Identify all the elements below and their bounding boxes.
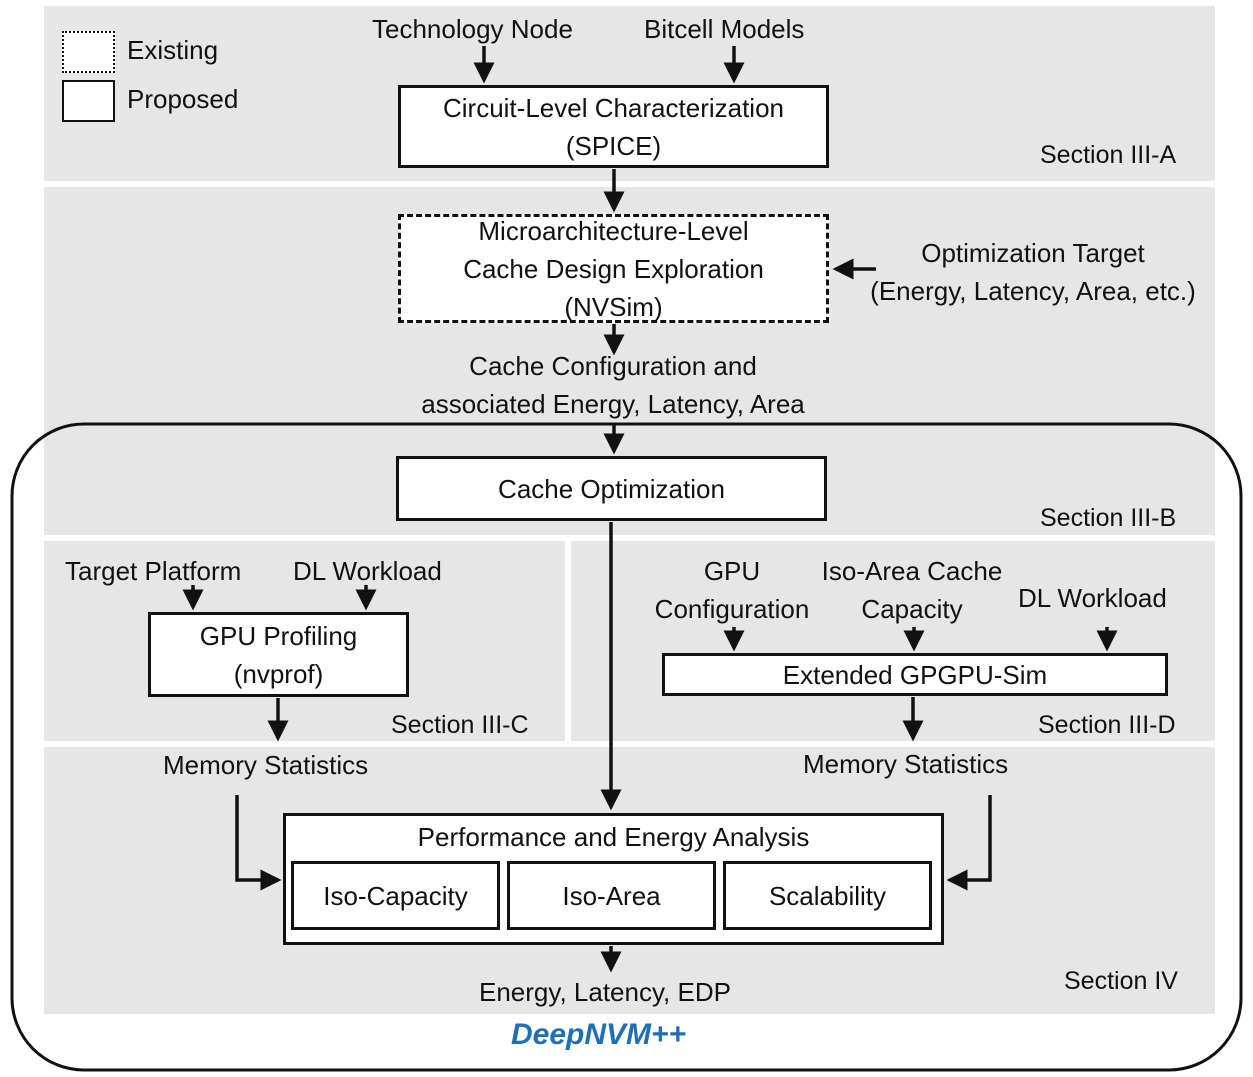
iso-area-cache-line1: Iso-Area Cache: [821, 556, 1003, 586]
cache-config-line1: Cache Configuration and: [469, 351, 757, 381]
iso-area-label: Iso-Area: [562, 880, 661, 911]
right-memory-statistics-label: Memory Statistics: [803, 749, 1009, 779]
bitcell-models-label: Bitcell Models: [644, 14, 805, 44]
arrow-right-memory-to-analysis: [946, 795, 992, 891]
cache-optimization-box: Cache Optimization: [396, 456, 827, 521]
gpu-profiling-line2: (nvprof): [233, 658, 324, 689]
iso-capacity-box: Iso-Capacity: [291, 861, 500, 930]
scalability-box: Scalability: [723, 861, 932, 930]
micro-box-line2: Cache Design Exploration: [463, 253, 764, 284]
section-iii-c-label: Section III-C: [391, 711, 529, 739]
cache-config-line2: associated Energy, Latency, Area: [421, 389, 805, 419]
section-iii-b-label: Section III-B: [1040, 504, 1177, 532]
circuit-box-line2: (SPICE): [565, 130, 662, 161]
micro-box-line3: (NVSim): [564, 291, 663, 322]
microarchitecture-box: Microarchitecture-Level Cache Design Exp…: [398, 214, 829, 323]
extended-gpgpu-sim-box: Extended GPGPU-Sim: [662, 653, 1168, 696]
left-dl-workload-label: DL Workload: [293, 556, 442, 586]
gpu-configuration-line1: GPU: [703, 556, 761, 586]
section-iv-label: Section IV: [1064, 967, 1178, 995]
optimization-target-line1: Optimization Target: [921, 238, 1145, 268]
gpu-profiling-line1: GPU Profiling: [199, 620, 358, 651]
gpu-configuration-line2: Configuration: [654, 594, 810, 624]
optimization-target-line2: (Energy, Latency, Area, etc.): [870, 276, 1196, 306]
outputs-label: Energy, Latency, EDP: [479, 977, 731, 1007]
arrow-left-memory-to-analysis: [235, 795, 282, 891]
cache-config-label: Cache Configuration and associated Energ…: [380, 347, 846, 423]
iso-capacity-label: Iso-Capacity: [323, 880, 468, 911]
iso-area-cache-label: Iso-Area Cache Capacity: [812, 552, 1012, 628]
scalability-label: Scalability: [768, 880, 887, 911]
section-iii-a-label: Section III-A: [1040, 141, 1177, 169]
cache-optimization-label: Cache Optimization: [498, 473, 725, 504]
deepnvm-brand-label: DeepNVM++: [511, 1018, 687, 1051]
left-memory-statistics-label: Memory Statistics: [163, 750, 369, 780]
gpu-configuration-label: GPU Configuration: [642, 552, 822, 628]
legend-proposed-label: Proposed: [127, 84, 239, 114]
legend-existing-swatch: [62, 31, 115, 73]
section-iii-d-label: Section III-D: [1038, 711, 1176, 739]
right-dl-workload-label: DL Workload: [1018, 583, 1167, 613]
legend-proposed-swatch: [62, 80, 115, 122]
gpu-profiling-box: GPU Profiling (nvprof): [148, 612, 409, 697]
iso-area-cache-line2: Capacity: [861, 594, 963, 624]
circuit-box-line1: Circuit-Level Characterization: [442, 92, 785, 123]
extended-gpgpu-sim-label: Extended GPGPU-Sim: [782, 659, 1048, 690]
target-platform-label: Target Platform: [65, 556, 242, 586]
technology-node-label: Technology Node: [372, 14, 573, 44]
analysis-title: Performance and Energy Analysis: [417, 822, 810, 852]
deepnvm-framework-outline: [10, 422, 1243, 1072]
optimization-target-label: Optimization Target (Energy, Latency, Ar…: [852, 234, 1214, 310]
circuit-characterization-box: Circuit-Level Characterization (SPICE): [398, 85, 829, 168]
legend-existing-label: Existing: [127, 35, 219, 65]
micro-box-line1: Microarchitecture-Level: [478, 215, 749, 246]
iso-area-box: Iso-Area: [507, 861, 716, 930]
